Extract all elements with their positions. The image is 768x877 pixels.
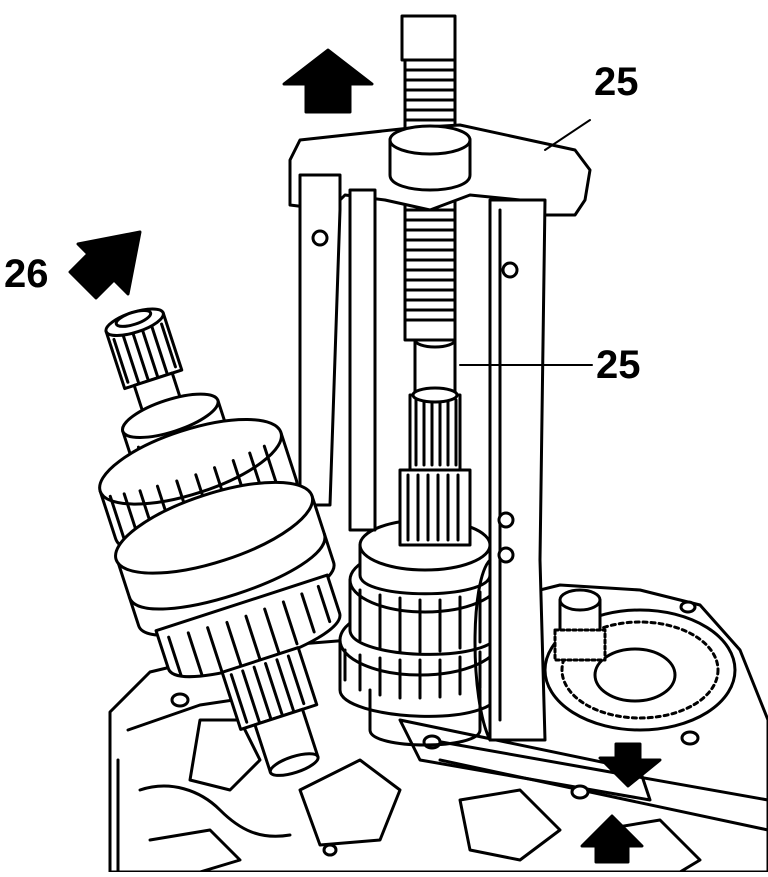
up-left-arrow-icon <box>68 230 142 300</box>
up-arrow-icon <box>580 814 644 864</box>
input-shaft-cluster <box>98 307 342 777</box>
callout-25-puller: 25 <box>594 60 639 104</box>
gear-stack <box>338 518 502 747</box>
up-arrow-icon <box>282 48 374 114</box>
callout-26: 26 <box>4 252 49 296</box>
callout-25-screw: 25 <box>596 343 641 387</box>
down-arrow-icon <box>598 742 662 788</box>
puller-tool <box>288 14 593 742</box>
ring-gear <box>543 588 737 732</box>
